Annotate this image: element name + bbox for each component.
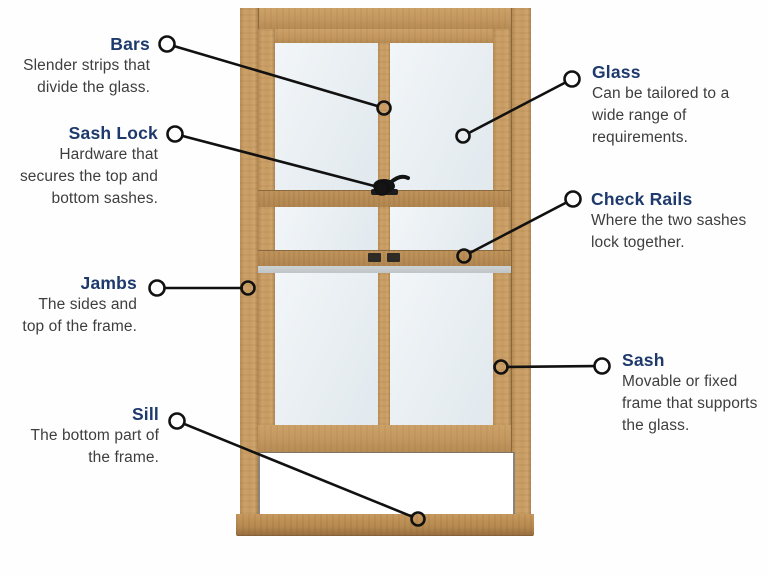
label-bars-desc-1: Slender strips that: [23, 57, 150, 74]
label-glass-desc-3: requirements.: [592, 129, 689, 146]
glass-pane-mid-right: [390, 207, 493, 250]
window-sill: [236, 514, 534, 536]
glass-pane-mid-left: [275, 207, 378, 250]
connector-ring-label-glass: [563, 70, 581, 88]
label-sash-title: Sash: [622, 350, 665, 370]
upper-sash-stile-right: [493, 29, 511, 198]
connector-ring-label-sash: [593, 357, 611, 375]
label-jambs: Jambs The sides and top of the frame.: [22, 273, 137, 338]
glass-pane-upper-left: [275, 43, 378, 190]
label-glass-desc-2: wide range of: [592, 107, 687, 124]
glass-pane-lower-right: [390, 273, 493, 425]
glazing-bar-upper: [378, 43, 390, 190]
label-check-rails-desc-1: Where the two sashes: [591, 212, 747, 229]
sash-lift-left: [368, 253, 381, 262]
label-sash-lock-desc-1: Hardware that: [59, 146, 158, 163]
label-sash: Sash Movable or fixed frame that support…: [622, 350, 757, 437]
label-check-rails: Check Rails Where the two sashes lock to…: [591, 189, 746, 254]
label-bars-desc-2: divide the glass.: [37, 79, 150, 96]
label-check-rails-title: Check Rails: [591, 189, 693, 209]
glazing-bar-lower: [378, 273, 390, 425]
label-sash-desc-1: Movable or fixed: [622, 373, 738, 390]
label-jambs-desc-1: The sides and: [38, 296, 137, 313]
upper-sash-stile-left: [258, 29, 275, 198]
label-sash-lock: Sash Lock Hardware that secures the top …: [20, 123, 158, 210]
label-sill: Sill The bottom part of the frame.: [31, 404, 159, 469]
label-sill-title: Sill: [131, 404, 159, 424]
connector-ring-label-bars: [158, 35, 176, 53]
label-glass-desc-1: Can be tailored to a: [592, 85, 730, 102]
glass-pane-upper-right: [390, 43, 493, 190]
label-sash-lock-title: Sash Lock: [68, 123, 158, 143]
connector-ring-label-check-rails: [564, 190, 582, 208]
lower-sash-stile-right: [493, 273, 511, 425]
label-glass-title: Glass: [592, 62, 641, 82]
label-jambs-desc-2: top of the frame.: [22, 318, 137, 335]
connector-ring-label-sash-lock: [166, 125, 184, 143]
frame-jamb-left: [240, 8, 259, 514]
label-glass: Glass Can be tailored to a wide range of…: [592, 62, 729, 149]
mid-stile-right: [493, 207, 511, 250]
label-bars: Bars Slender strips that divide the glas…: [23, 34, 150, 99]
label-sash-desc-3: the glass.: [622, 417, 690, 434]
upper-sash-top-rail: [258, 29, 511, 44]
sash-lift-right: [387, 253, 400, 262]
open-gap: [258, 452, 515, 515]
frame-jamb-right: [511, 8, 531, 514]
lower-sash-bottom-rail: [258, 425, 511, 454]
glazing-bar-mid: [378, 207, 390, 250]
label-sash-lock-desc-2: secures the top and: [19, 168, 158, 185]
label-sash-lock-desc-3: bottom sashes.: [51, 190, 158, 207]
label-jambs-title: Jambs: [80, 273, 137, 293]
label-sash-desc-2: frame that supports: [622, 395, 758, 412]
glass-pane-lower-left: [275, 273, 378, 425]
label-bars-title: Bars: [110, 34, 150, 54]
label-check-rails-desc-2: lock together.: [591, 234, 685, 251]
connector-ring-label-sill: [168, 412, 186, 430]
mid-stile-left: [258, 207, 275, 250]
window-illustration: [240, 8, 531, 515]
connector-ring-label-jambs: [148, 279, 166, 297]
label-sill-desc-1: The bottom part of: [30, 427, 159, 444]
lower-sash-stile-left: [258, 273, 275, 425]
frame-head: [240, 8, 530, 30]
label-sill-desc-2: the frame.: [88, 449, 159, 466]
